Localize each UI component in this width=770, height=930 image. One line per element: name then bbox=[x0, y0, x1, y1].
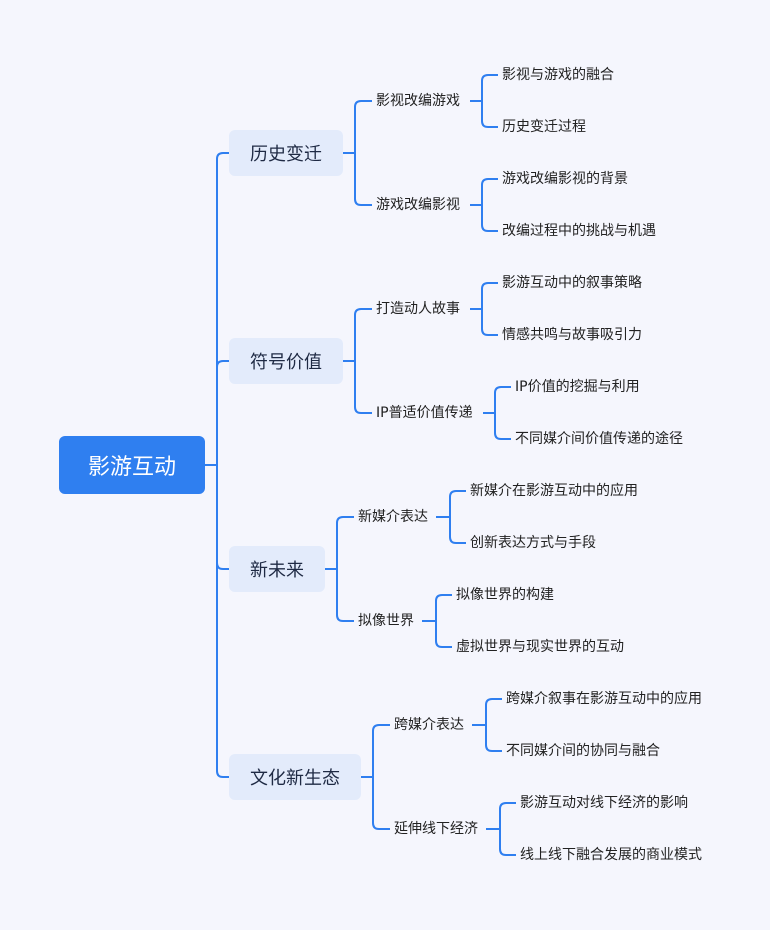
sub-connector-3-edge bbox=[494, 413, 511, 440]
branch-node[interactable]: 历史变迁 bbox=[229, 130, 343, 176]
leaf-node[interactable]: 情感共鸣与故事吸引力 bbox=[502, 327, 642, 343]
sub-node[interactable]: 拟像世界 bbox=[358, 613, 414, 629]
sub-node[interactable]: 延伸线下经济 bbox=[394, 821, 478, 837]
branch-label: 符号价值 bbox=[250, 352, 322, 373]
branch-connector-3-edge bbox=[372, 724, 390, 777]
branch-connector-2-edge bbox=[336, 569, 354, 622]
leaf-node[interactable]: 游戏改编影视的背景 bbox=[502, 171, 628, 187]
sub-node[interactable]: 打造动人故事 bbox=[376, 301, 460, 317]
root-connector-edge bbox=[216, 360, 229, 465]
branch-connector-1-edge bbox=[354, 361, 372, 414]
branch-connector-0-edge bbox=[354, 153, 372, 206]
sub-connector-0-edge bbox=[481, 101, 498, 128]
sub-node[interactable]: 影视改编游戏 bbox=[376, 93, 460, 109]
sub-connector-7-edge bbox=[499, 802, 516, 829]
branch-connector-3-edge bbox=[372, 777, 390, 830]
sub-connector-1-edge bbox=[481, 205, 498, 232]
leaf-node[interactable]: 影视与游戏的融合 bbox=[502, 67, 614, 83]
root-connector-edge bbox=[216, 152, 229, 465]
leaf-node[interactable]: 改编过程中的挑战与机遇 bbox=[502, 223, 656, 239]
leaf-node[interactable]: 虚拟世界与现实世界的互动 bbox=[456, 639, 624, 655]
sub-node[interactable]: IP普适价值传递 bbox=[376, 405, 473, 421]
leaf-node[interactable]: 新媒介在影游互动中的应用 bbox=[470, 483, 638, 499]
branch-node[interactable]: 新未来 bbox=[229, 546, 325, 592]
sub-connector-4-edge bbox=[449, 490, 466, 517]
leaf-node[interactable]: 历史变迁过程 bbox=[502, 119, 586, 135]
leaf-node[interactable]: 跨媒介叙事在影游互动中的应用 bbox=[506, 691, 702, 707]
branch-label: 文化新生态 bbox=[250, 768, 340, 789]
branch-connector-1-edge bbox=[354, 308, 372, 361]
sub-node[interactable]: 游戏改编影视 bbox=[376, 197, 460, 213]
leaf-node[interactable]: 拟像世界的构建 bbox=[456, 587, 554, 603]
sub-connector-6-edge bbox=[485, 725, 502, 752]
root-connector-edge bbox=[216, 465, 229, 570]
sub-node[interactable]: 跨媒介表达 bbox=[394, 717, 464, 733]
root-label: 影游互动 bbox=[87, 455, 176, 480]
leaf-node[interactable]: IP价值的挖掘与利用 bbox=[515, 379, 640, 395]
leaf-node[interactable]: 影游互动对线下经济的影响 bbox=[520, 795, 688, 811]
leaf-node[interactable]: 创新表达方式与手段 bbox=[470, 535, 596, 551]
root-node[interactable]: 影游互动 bbox=[59, 436, 205, 494]
branch-connector-0-edge bbox=[354, 100, 372, 153]
sub-connector-6-edge bbox=[485, 698, 502, 725]
root-connector-edge bbox=[216, 465, 229, 778]
branch-label: 新未来 bbox=[250, 560, 304, 581]
sub-node[interactable]: 新媒介表达 bbox=[358, 509, 428, 525]
sub-connector-2-edge bbox=[481, 282, 498, 309]
sub-connector-4-edge bbox=[449, 517, 466, 544]
sub-connector-0-edge bbox=[481, 74, 498, 101]
leaf-node[interactable]: 线上线下融合发展的商业模式 bbox=[520, 847, 702, 863]
branch-node[interactable]: 符号价值 bbox=[229, 338, 343, 384]
leaf-node[interactable]: 影游互动中的叙事策略 bbox=[502, 275, 642, 291]
leaf-node[interactable]: 不同媒介间价值传递的途径 bbox=[515, 431, 683, 447]
sub-connector-1-edge bbox=[481, 178, 498, 205]
sub-connector-2-edge bbox=[481, 309, 498, 336]
sub-connector-5-edge bbox=[435, 621, 452, 648]
branch-node[interactable]: 文化新生态 bbox=[229, 754, 361, 800]
sub-connector-7-edge bbox=[499, 829, 516, 856]
sub-connector-5-edge bbox=[435, 594, 452, 621]
branch-connector-2-edge bbox=[336, 516, 354, 569]
branch-label: 历史变迁 bbox=[250, 144, 322, 165]
leaf-node[interactable]: 不同媒介间的协同与融合 bbox=[506, 743, 660, 759]
sub-connector-3-edge bbox=[494, 386, 511, 413]
